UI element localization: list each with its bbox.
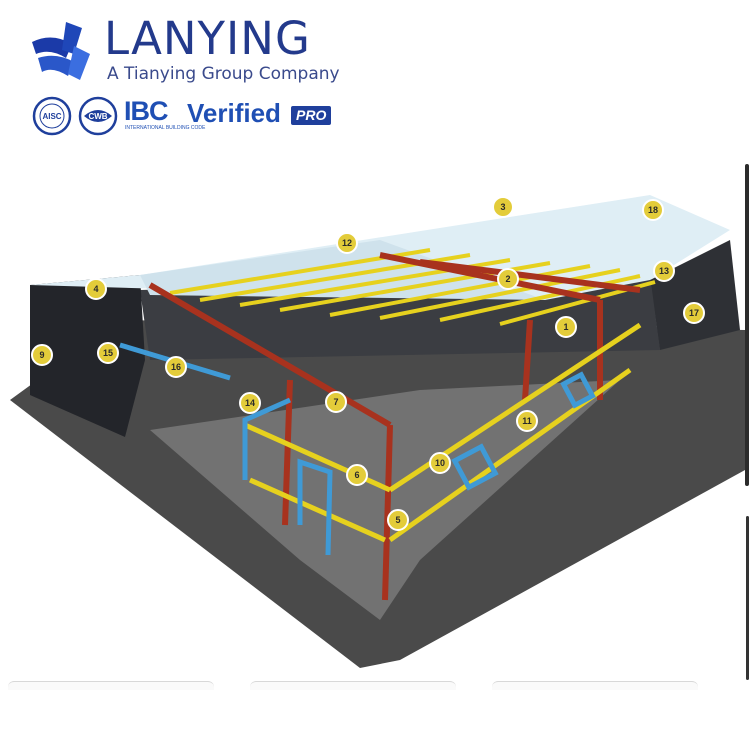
callout-1: 1 xyxy=(555,316,577,338)
callout-17: 17 xyxy=(683,302,705,324)
svg-text:9: 9 xyxy=(39,350,44,360)
svg-text:18: 18 xyxy=(648,205,658,215)
brand-header: LANYING A Tianying Group Company AISC CW… xyxy=(0,0,750,150)
callout-5: 5 xyxy=(387,509,409,531)
callout-12: 12 xyxy=(336,232,358,254)
svg-text:3: 3 xyxy=(500,202,505,212)
callout-10: 10 xyxy=(429,452,451,474)
callout-3: 3 xyxy=(492,196,514,218)
brand-tagline: A Tianying Group Company xyxy=(107,64,340,84)
callout-11: 11 xyxy=(516,410,538,432)
svg-text:12: 12 xyxy=(342,238,352,248)
ibc-label: IBC xyxy=(124,96,168,126)
bottom-tab-1[interactable] xyxy=(8,681,214,690)
bottom-tab-2[interactable] xyxy=(250,681,456,690)
bottom-tab-3[interactable] xyxy=(492,681,698,690)
callout-13: 13 xyxy=(653,260,675,282)
scrollbar-lower[interactable] xyxy=(746,516,749,680)
lanying-logo-icon xyxy=(32,22,90,80)
svg-text:10: 10 xyxy=(435,458,445,468)
brand-name: LANYING xyxy=(104,12,311,65)
svg-text:2: 2 xyxy=(505,274,510,284)
side-wall-right xyxy=(650,240,740,350)
callouts: 1 2 3 4 5 6 7 8 9 10 11 12 13 14 15 16 1… xyxy=(31,196,705,531)
aisc-badge-icon: AISC xyxy=(32,96,72,136)
aisc-badge-label: AISC xyxy=(42,112,61,121)
svg-text:4: 4 xyxy=(93,284,98,294)
svg-text:13: 13 xyxy=(659,266,669,276)
cwb-badge-icon: CWB xyxy=(78,96,118,136)
ibc-subtitle: INTERNATIONAL BUILDING CODE xyxy=(125,125,206,131)
callout-18: 18 xyxy=(642,199,664,221)
verified-label: Verified xyxy=(187,98,281,128)
end-wall-left xyxy=(30,275,145,437)
callout-16: 16 xyxy=(165,356,187,378)
callout-4: 4 xyxy=(85,278,107,300)
svg-text:16: 16 xyxy=(171,362,181,372)
cwb-badge-label: CWB xyxy=(88,112,107,121)
scrollbar[interactable] xyxy=(745,164,749,486)
svg-text:5: 5 xyxy=(395,515,400,525)
callout-15: 15 xyxy=(97,342,119,364)
steel-building-diagram: 1 2 3 4 5 6 7 8 9 10 11 12 13 14 15 16 1… xyxy=(10,195,745,668)
svg-text:11: 11 xyxy=(522,416,532,426)
callout-6: 6 xyxy=(346,464,368,486)
callout-9: 9 xyxy=(31,344,53,366)
callout-14: 14 xyxy=(239,392,261,414)
svg-text:7: 7 xyxy=(333,397,338,407)
svg-text:14: 14 xyxy=(245,398,255,408)
svg-text:1: 1 xyxy=(563,322,568,332)
svg-text:15: 15 xyxy=(103,348,113,358)
pro-badge: PRO xyxy=(291,106,332,125)
callout-7: 7 xyxy=(325,391,347,413)
callout-2: 2 xyxy=(497,268,519,290)
svg-text:6: 6 xyxy=(354,470,359,480)
svg-text:17: 17 xyxy=(689,308,699,318)
rafters xyxy=(148,252,641,428)
